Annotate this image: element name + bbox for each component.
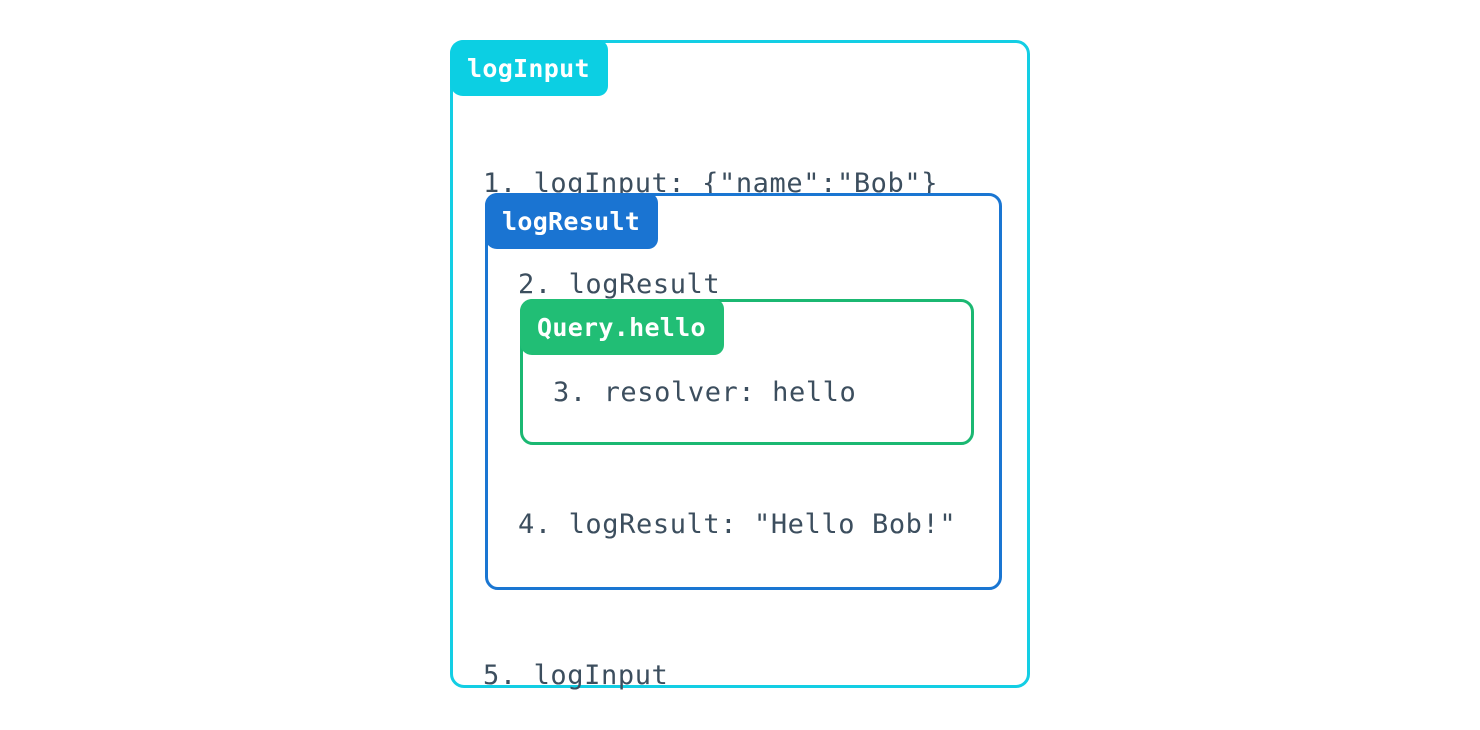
trace-box-logresult[interactable]: logResult 2. logResult Query.hello 3. re… (485, 193, 1002, 590)
log-line-4: 4. logResult: "Hello Bob!" (518, 509, 957, 540)
box-label-loginput: logInput (450, 40, 608, 96)
log-line-2: 2. logResult (518, 269, 721, 300)
trace-box-loginput[interactable]: logInput 1. logInput: {"name":"Bob"} log… (450, 40, 1030, 691)
log-line-5: 5. logInput (483, 660, 669, 691)
log-line-3: 3. resolver: hello (553, 377, 857, 408)
box-label-logresult: logResult (485, 193, 659, 249)
box-label-queryhello: Query.hello (520, 299, 724, 355)
trace-box-queryhello[interactable]: Query.hello 3. resolver: hello (520, 299, 974, 445)
